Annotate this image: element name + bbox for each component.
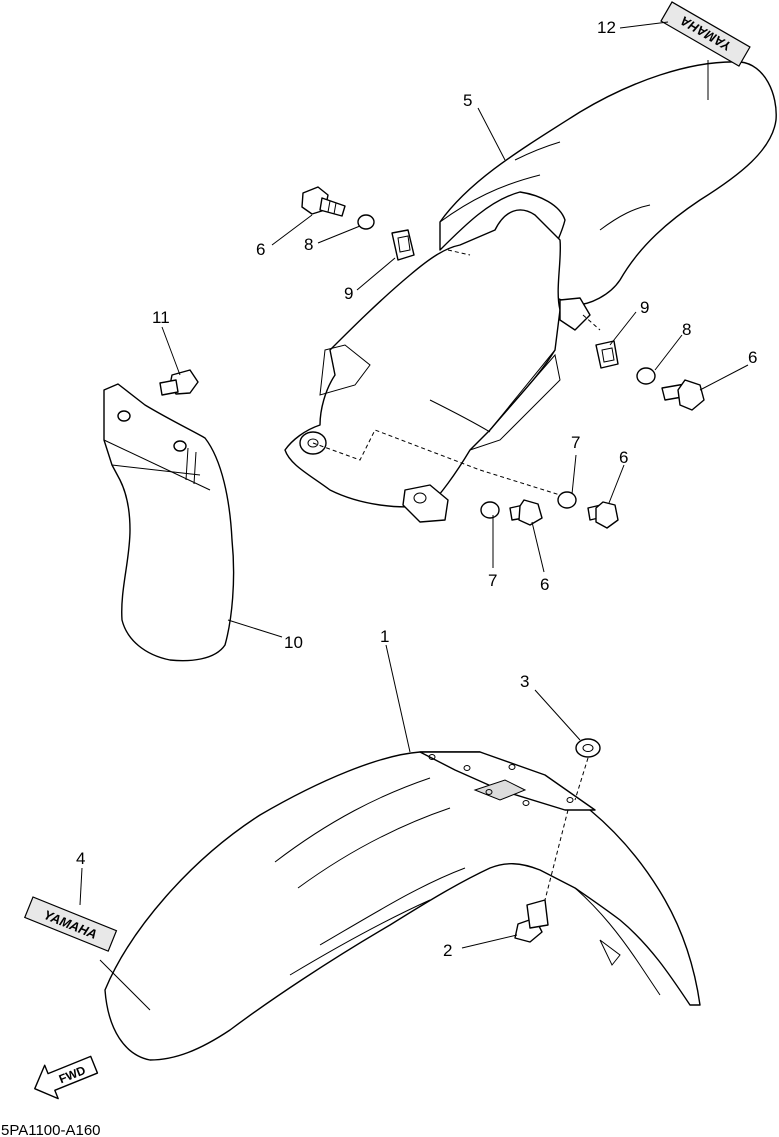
callout-11: 11 bbox=[152, 308, 170, 327]
callout-10: 10 bbox=[284, 633, 303, 652]
clip-nut-9a bbox=[391, 229, 415, 261]
grommet-3 bbox=[575, 738, 601, 758]
callout-9-right: 9 bbox=[640, 298, 649, 317]
callout-7-low: 7 bbox=[488, 571, 497, 590]
clip-nut-9b bbox=[595, 340, 619, 369]
callout-12: 12 bbox=[597, 18, 616, 37]
leader-lines bbox=[79, 21, 749, 1011]
dash-line-3 bbox=[574, 757, 589, 801]
callout-7-right: 7 bbox=[571, 433, 580, 452]
callout-9-left: 9 bbox=[344, 284, 353, 303]
bolt-2 bbox=[514, 899, 549, 943]
front-fender bbox=[104, 751, 701, 1061]
callout-5: 5 bbox=[463, 91, 472, 110]
decal-4: YAMAHA bbox=[23, 896, 118, 952]
rear-fender bbox=[284, 61, 777, 523]
collar-7b bbox=[480, 501, 500, 519]
callout-6-right: 6 bbox=[748, 348, 757, 367]
callout-6-top-left: 6 bbox=[256, 240, 265, 259]
callout-4: 4 bbox=[76, 849, 85, 868]
collar-8a bbox=[357, 214, 375, 230]
mud-flap bbox=[103, 383, 235, 662]
collar-7a bbox=[557, 491, 577, 509]
screw-11 bbox=[159, 369, 199, 396]
callout-6-low: 6 bbox=[540, 575, 549, 594]
fwd-arrow: FWD bbox=[34, 1055, 99, 1100]
callout-2: 2 bbox=[443, 941, 452, 960]
callout-8-right: 8 bbox=[682, 320, 691, 339]
diagram-code: 5PA1100-A160 bbox=[1, 1122, 101, 1137]
callout-1: 1 bbox=[380, 627, 389, 646]
dash-line-2 bbox=[544, 809, 569, 901]
callout-3: 3 bbox=[520, 672, 529, 691]
callout-6-right-low: 6 bbox=[619, 448, 628, 467]
bolt-6d bbox=[509, 499, 543, 526]
decal-12: YAMAHA bbox=[660, 1, 751, 67]
bolt-6b bbox=[661, 379, 705, 411]
collar-8b bbox=[636, 367, 656, 385]
callout-8-left: 8 bbox=[304, 235, 313, 254]
bolt-6c bbox=[587, 501, 619, 529]
bolt-6a bbox=[301, 186, 346, 217]
